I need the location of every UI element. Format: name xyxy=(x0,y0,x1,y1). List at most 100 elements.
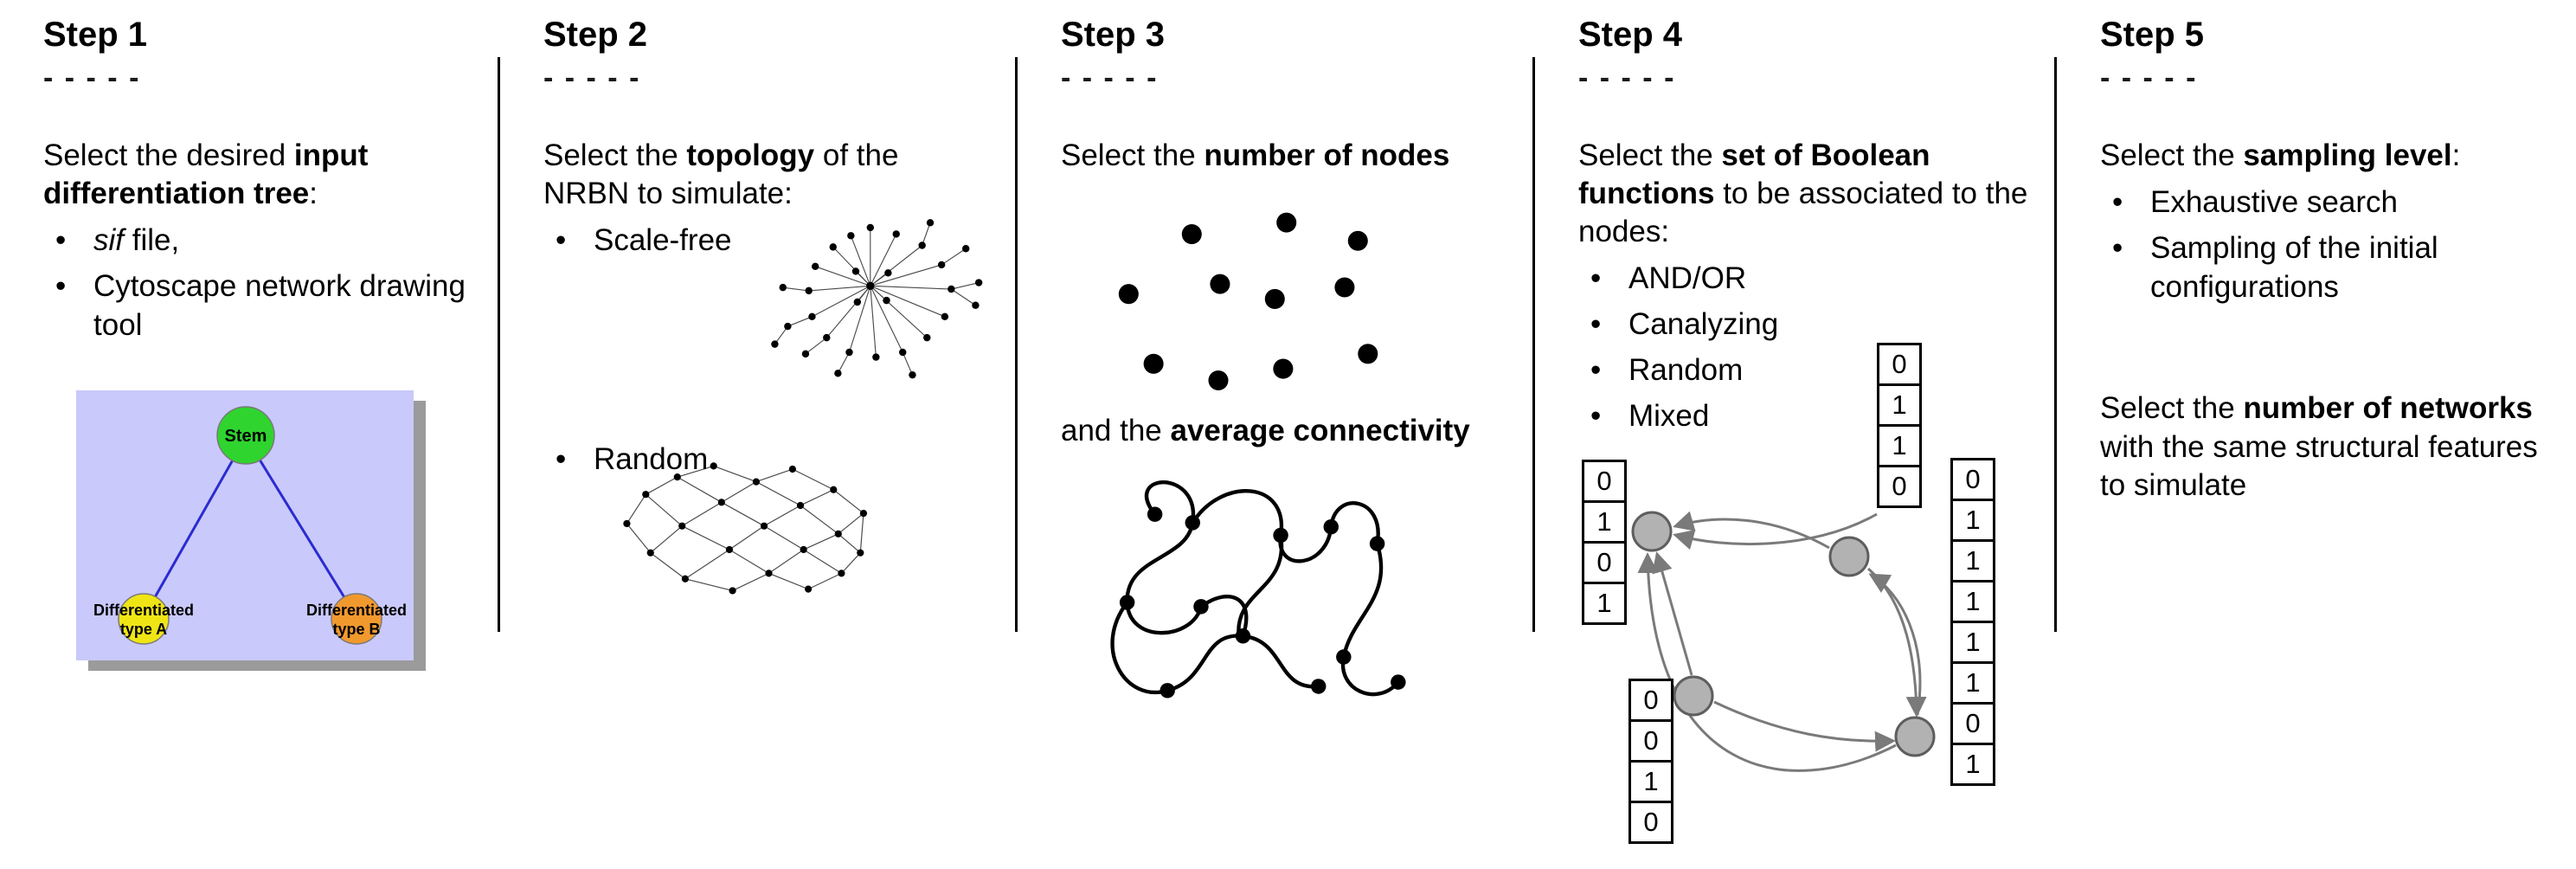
bullet-item: Cytoscape network drawing tool xyxy=(43,267,472,345)
step-1-bullet-list: sif file, Cytoscape network drawing tool xyxy=(43,222,472,344)
text: : xyxy=(309,177,318,211)
truth-table-cell: 1 xyxy=(1950,743,1995,787)
truth-table-cell: 1 xyxy=(1582,500,1627,544)
step-5-column: Step 5 - - - - - Select the sampling lev… xyxy=(2057,0,2576,851)
bullet-item: AND/OR xyxy=(1578,260,2028,299)
dashes-separator: - - - - - xyxy=(2100,61,2198,94)
truth-table-cell: 0 xyxy=(1582,541,1627,585)
truth-table-cell: 0 xyxy=(1628,801,1673,845)
column-divider xyxy=(1015,57,1018,632)
type-b-label-line2: type B xyxy=(332,621,380,638)
text: Canalyzing xyxy=(1628,307,1779,342)
truth-table-cell: 1 xyxy=(1950,661,1995,705)
step-2-bullet-list: Scale-free xyxy=(543,222,989,261)
text: and the xyxy=(1061,414,1171,448)
step-1-description: Select the desired input differentiation… xyxy=(43,137,472,213)
column-divider xyxy=(498,57,500,632)
dashes-separator: - - - - - xyxy=(1578,61,1676,94)
boolean-node xyxy=(1828,536,1870,577)
text-italic: sif xyxy=(93,223,124,258)
dashes-separator: - - - - - xyxy=(43,61,141,94)
truth-table-left: 0 1 0 1 xyxy=(1582,460,1627,626)
dashes-separator: - - - - - xyxy=(1061,61,1159,94)
text: Select the xyxy=(543,138,687,172)
text: with the same structural features to sim… xyxy=(2100,429,2538,502)
truth-table-cell: 1 xyxy=(1628,760,1673,804)
text: file, xyxy=(124,223,180,258)
truth-table-cell: 1 xyxy=(1877,424,1922,468)
step-2-description: Select the topology of the NRBN to simul… xyxy=(543,137,989,213)
dashes-separator: - - - - - xyxy=(543,61,641,94)
type-a-label-line1: Differentiated xyxy=(93,602,194,619)
text-bold: input differentiation tree xyxy=(43,138,369,211)
boolean-node xyxy=(1631,511,1673,552)
type-a-label-line2: type A xyxy=(120,621,167,638)
truth-table-top: 0 1 1 0 xyxy=(1877,343,1922,509)
text: Random xyxy=(594,441,709,476)
boolean-nodes xyxy=(1631,511,1936,757)
truth-table-cell: 0 xyxy=(1877,465,1922,509)
step-3-description-nodes: Select the number of nodes xyxy=(1061,137,1506,175)
step-5-bullet-list: Exhaustive search Sampling of the initia… xyxy=(2100,183,2550,306)
text: Select the xyxy=(1061,138,1204,172)
text: AND/OR xyxy=(1628,261,1747,296)
truth-table-cell: 0 xyxy=(1628,719,1673,763)
step-3-column: Step 3 - - - - - Select the number of no… xyxy=(1018,0,1532,851)
node-dots xyxy=(1118,212,1378,391)
bullet-item: Mixed xyxy=(1578,397,2028,436)
bullet-item-scale-free: Scale-free xyxy=(543,222,989,261)
bullet-item: Canalyzing xyxy=(1578,306,2028,344)
truth-table-right: 0 1 1 1 1 1 0 1 xyxy=(1950,458,1995,787)
text-bold: sampling level xyxy=(2243,138,2452,172)
truth-table-cell: 0 xyxy=(1582,460,1627,504)
boolean-node xyxy=(1894,716,1936,757)
text: to be associated to the nodes: xyxy=(1578,177,2028,249)
text: Select the xyxy=(2100,391,2244,426)
step-5-title: Step 5 xyxy=(2100,16,2205,54)
connectivity-graphic xyxy=(1110,480,1406,698)
text: Select the xyxy=(1578,138,1722,172)
text: Sampling of the initial configurations xyxy=(2150,230,2438,304)
network-edges xyxy=(1637,512,1927,773)
bullet-item: sif file, xyxy=(43,222,472,261)
text: : xyxy=(2451,138,2461,172)
text: Exhaustive search xyxy=(2150,185,2398,220)
truth-table-cell: 1 xyxy=(1950,499,1995,543)
truth-table-cell: 1 xyxy=(1950,580,1995,624)
truth-table-cell: 1 xyxy=(1950,621,1995,665)
step-1-column: Step 1 - - - - - Select the desired inpu… xyxy=(0,0,498,851)
text: Random xyxy=(1628,352,1744,387)
text: Select the desired xyxy=(43,138,294,172)
boolean-node xyxy=(1673,675,1714,717)
step-2-column: Step 2 - - - - - Select the topology of … xyxy=(500,0,1015,851)
text: Scale-free xyxy=(594,223,732,258)
text: of the NRBN to simulate: xyxy=(543,138,899,211)
step-1-title: Step 1 xyxy=(43,16,148,54)
step-2-title: Step 2 xyxy=(543,16,648,54)
nodes-dots-graphic xyxy=(1118,212,1378,391)
text-bold: set of Boolean functions xyxy=(1578,138,1930,211)
connectivity-dots xyxy=(1119,506,1406,698)
bullet-item: Exhaustive search xyxy=(2100,183,2550,222)
truth-table-cell: 0 xyxy=(1628,679,1673,723)
truth-table-cell: 0 xyxy=(1950,702,1995,746)
step-3-description-connectivity: and the average connectivity xyxy=(1061,412,1506,450)
step-4-column: Step 4 - - - - - Select the set of Boole… xyxy=(1535,0,2054,851)
text-bold: average connectivity xyxy=(1170,414,1470,448)
step-5-description-sampling: Select the sampling level: xyxy=(2100,137,2550,175)
column-divider xyxy=(1532,57,1535,632)
differentiation-tree-graphic: Stem Differentiated type A Differentiate… xyxy=(76,389,426,671)
text-bold: topology xyxy=(686,138,815,172)
step-4-title: Step 4 xyxy=(1578,16,1683,54)
text: Select the xyxy=(2100,138,2244,172)
truth-table-bottom-left: 0 0 1 0 xyxy=(1628,679,1673,845)
bullet-item: Random xyxy=(1578,351,2028,390)
step-5-description-networks: Select the number of networks with the s… xyxy=(2100,389,2550,504)
stem-node xyxy=(216,405,275,465)
column-divider xyxy=(2054,57,2057,632)
truth-table-cell: 0 xyxy=(1950,458,1995,502)
tree-edges xyxy=(142,435,358,618)
step-3-title: Step 3 xyxy=(1061,16,1166,54)
truth-table-cell: 1 xyxy=(1877,383,1922,428)
truth-table-cell: 0 xyxy=(1877,343,1922,387)
